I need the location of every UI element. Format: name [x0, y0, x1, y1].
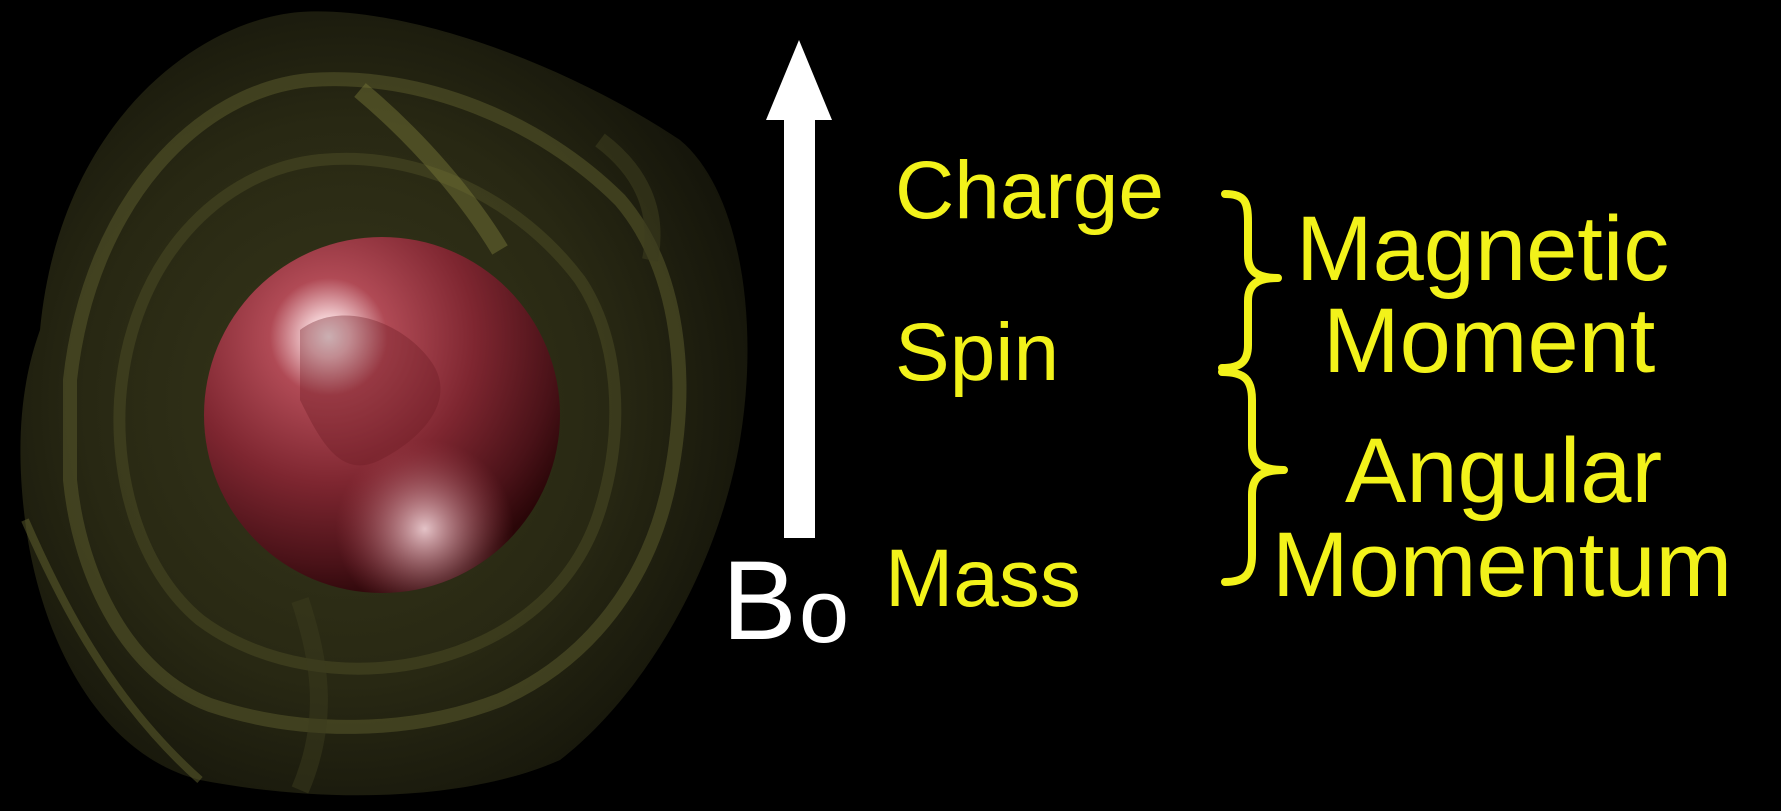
magnetic-moment-label-line1: Magnetic [1296, 198, 1670, 300]
nucleus-sphere-icon [204, 237, 560, 593]
angular-momentum-label-line2: Momentum [1272, 514, 1733, 616]
field-label-subscript: o [799, 562, 850, 662]
up-arrow-icon [766, 40, 832, 538]
magnetic-moment-label-line2: Moment [1323, 290, 1656, 392]
field-label-main: B [722, 538, 797, 663]
mass-label: Mass [885, 533, 1081, 624]
curly-brace-icon [1218, 190, 1288, 586]
charge-label: Charge [895, 145, 1164, 236]
angular-momentum-label-line1: Angular [1345, 420, 1663, 522]
spin-label: Spin [895, 307, 1060, 398]
